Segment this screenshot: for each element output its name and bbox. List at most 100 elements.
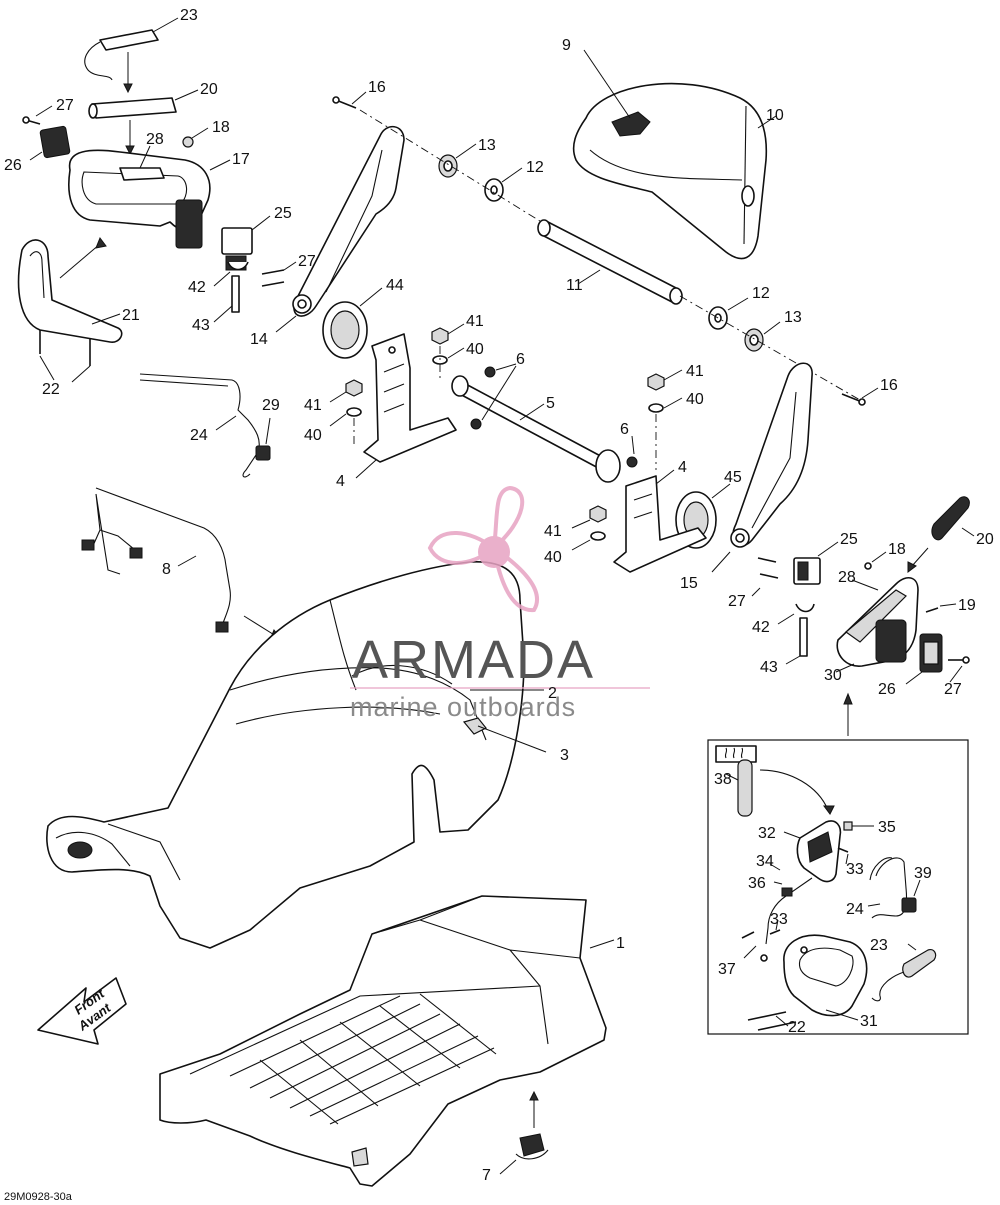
callout-9: 9 [562, 37, 571, 54]
callout-24-b: 24 [846, 901, 864, 918]
callout-21: 21 [122, 307, 140, 324]
callout-6: 6 [516, 351, 525, 368]
callout-25: 25 [274, 205, 292, 222]
callout-33-b: 33 [770, 911, 788, 928]
part-34-36-wire [765, 863, 813, 945]
callout-43-b: 43 [760, 659, 778, 676]
callout-13-b: 13 [784, 309, 802, 326]
callout-19: 19 [958, 597, 976, 614]
callout-7: 7 [482, 1167, 491, 1184]
callout-12: 12 [526, 159, 544, 176]
part-27-screw-right [948, 656, 970, 683]
callout-40: 40 [466, 341, 484, 358]
part-15-right-armrest-arm [711, 362, 813, 573]
part-39-connector [901, 879, 921, 913]
part-22-screws-left [39, 330, 91, 383]
callout-27-c: 27 [728, 593, 746, 610]
part-38-heat-label [715, 745, 757, 817]
callout-12-b: 12 [752, 285, 770, 302]
callout-26: 26 [4, 157, 22, 174]
part-44-bearing-plate [322, 287, 383, 359]
axis-left-pivot [359, 109, 549, 227]
part-4-bracket-left [355, 333, 457, 479]
part-19-screw [925, 603, 957, 613]
callout-40-d: 40 [544, 549, 562, 566]
callout-2: 2 [548, 685, 557, 702]
front-direction-arrow: Front Avant [37, 977, 127, 1045]
part-27-screws-center [261, 261, 297, 287]
inset-pointer-arc [759, 769, 829, 811]
callout-4-b: 4 [678, 459, 687, 476]
callout-32: 32 [758, 825, 776, 842]
callout-20: 20 [200, 81, 218, 98]
callout-6-b: 6 [620, 421, 629, 438]
seat-base-grid [229, 993, 497, 1125]
callout-25-b: 25 [840, 531, 858, 548]
armada-watermark: ARMADA marine outboards [350, 485, 650, 722]
callout-8: 8 [162, 561, 171, 578]
part-9-emblem [583, 49, 651, 137]
part-23-grip-inset [871, 943, 937, 1002]
callout-41-b: 41 [304, 397, 322, 414]
part-25-bracket-left [221, 215, 271, 271]
part-1-seat-base [159, 895, 615, 1187]
callout-29: 29 [262, 397, 280, 414]
callout-14: 14 [250, 331, 268, 348]
part-30-right-handle [835, 577, 919, 673]
callout-10: 10 [766, 107, 784, 124]
callout-11: 11 [566, 277, 583, 294]
callout-27-b: 27 [298, 253, 316, 270]
part-27-screws-right-center [751, 557, 779, 597]
callout-23: 23 [180, 7, 198, 24]
part-26-switch-left [29, 125, 71, 161]
part-33-screws-lower [760, 919, 781, 962]
callout-41-d: 41 [544, 523, 562, 540]
callout-33: 33 [846, 861, 864, 878]
part-35-nut [843, 821, 874, 831]
part-26-switch-right [905, 633, 943, 685]
callout-43: 43 [192, 317, 210, 334]
part-17-left-handle [68, 145, 231, 249]
callout-1: 1 [616, 935, 625, 952]
callout-27-d: 27 [944, 681, 962, 698]
part-23-grip-heater [84, 17, 179, 94]
part-41-40-nut-washer-d [571, 505, 607, 551]
detail-inset-heater-kit [707, 739, 969, 1035]
part-20-grip-right [907, 496, 975, 573]
callout-28: 28 [146, 131, 164, 148]
part-31-handle-shell [783, 934, 868, 1021]
part-24-wire-left [139, 373, 260, 478]
part-12-washer-left [484, 167, 523, 202]
callout-41: 41 [466, 313, 484, 330]
part-32-switch-housing [783, 820, 842, 883]
watermark-brand: ARMADA [352, 630, 595, 690]
part-20-grip [88, 89, 199, 156]
axis-right-pivot [679, 295, 861, 401]
part-7-clip [499, 1090, 549, 1175]
part-18-screw-right [864, 551, 887, 570]
callout-35: 35 [878, 819, 896, 836]
part-11-tube [537, 219, 683, 305]
callout-36: 36 [748, 875, 766, 892]
callout-40-b: 40 [304, 427, 322, 444]
callout-labels: 23 20 27 28 18 26 1 7 21 22 25 27 4 2 43 1… [4, 7, 994, 1184]
callout-23-b: 23 [870, 937, 888, 954]
part-29-connector [255, 417, 271, 461]
callout-40-c: 40 [686, 391, 704, 408]
callout-39: 39 [914, 865, 932, 882]
part-41-40-nut-washer-c [647, 369, 683, 470]
part-8-wire-harness [81, 487, 284, 641]
callout-24: 24 [190, 427, 208, 444]
part-21-handle-base [17, 236, 123, 343]
part-42-clip-left [213, 261, 249, 287]
watermark-tagline: marine outboards [350, 692, 576, 722]
callout-38: 38 [714, 771, 732, 788]
figure-code: 29M0928-30a [4, 1191, 73, 1203]
callout-15: 15 [680, 575, 698, 592]
callout-22: 22 [42, 381, 60, 398]
callout-5: 5 [546, 395, 555, 412]
part-4-bracket-right [613, 469, 707, 573]
part-43-bolt-right [785, 617, 808, 665]
callout-18: 18 [212, 119, 230, 136]
